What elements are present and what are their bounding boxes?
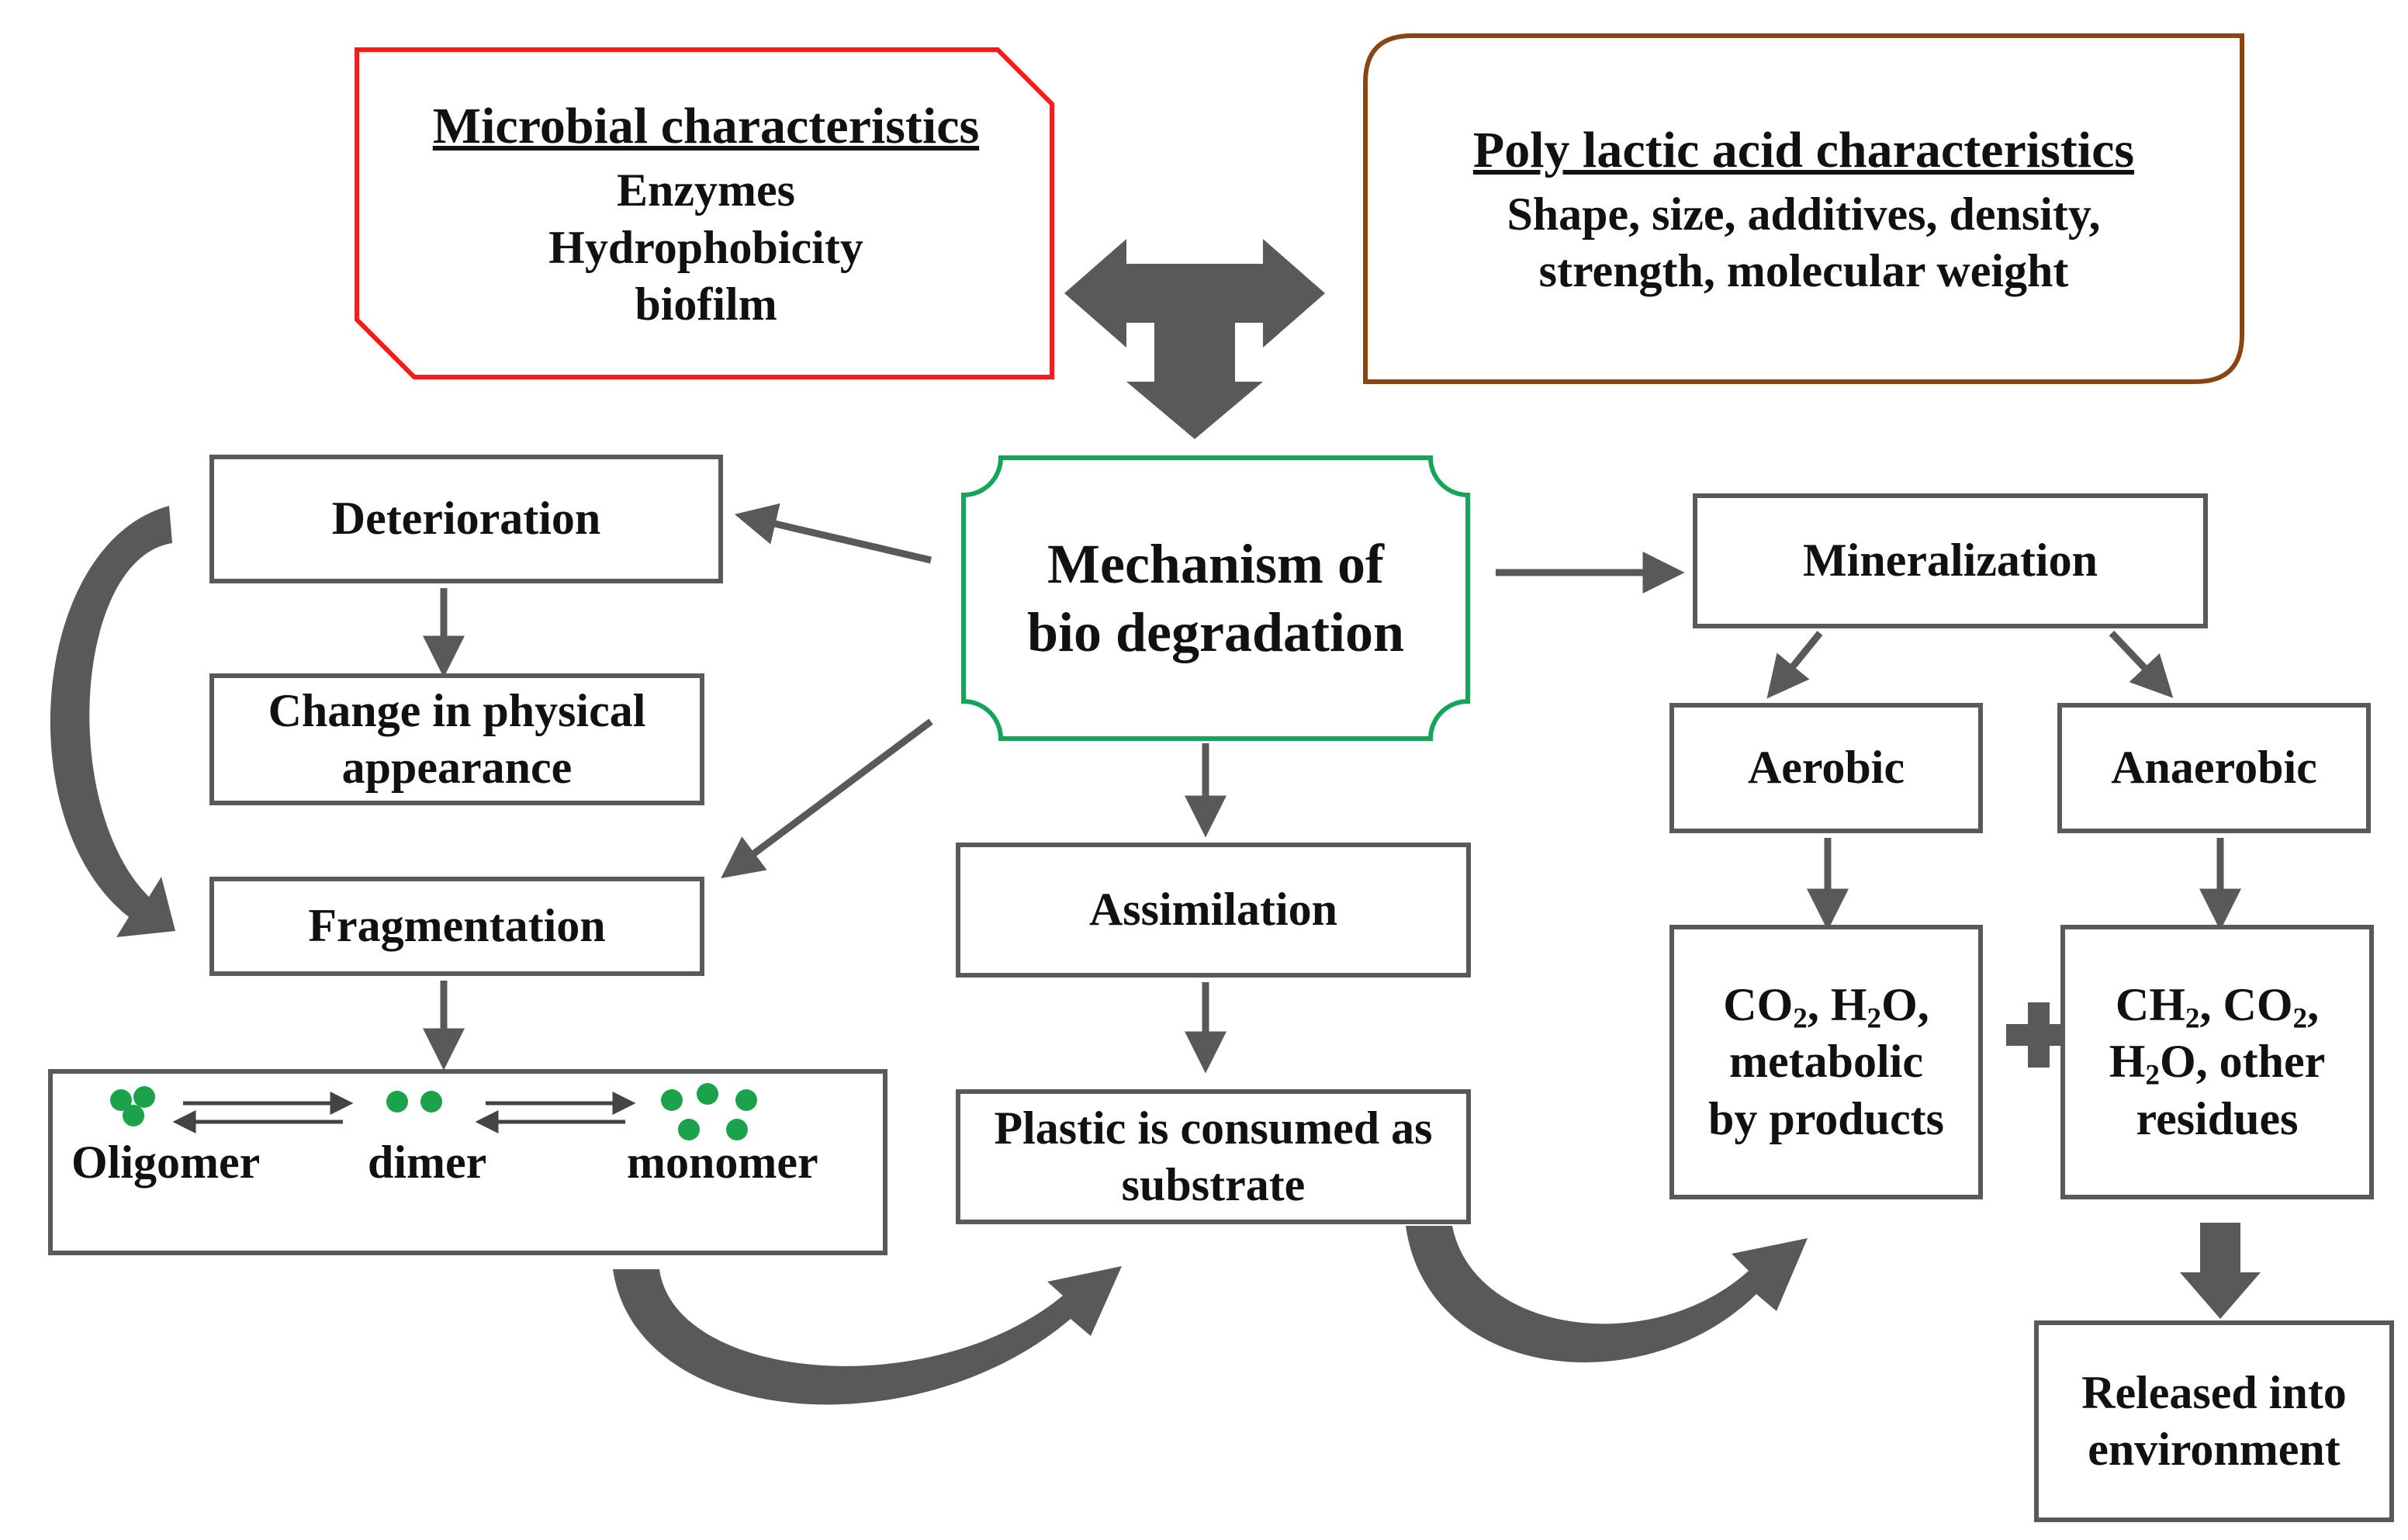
mechanism-line-2: bio degradation: [1026, 601, 1405, 663]
change-physical-box: Change in physical appearance: [209, 673, 704, 805]
aerobic-label: Aerobic: [1747, 742, 1905, 794]
anaerobic-products-line-1: CH2, CO2,: [2115, 979, 2320, 1035]
microbial-box-outline: [355, 47, 1054, 379]
center-box-outline: [961, 455, 1470, 741]
monomer-molecule: [697, 1083, 718, 1105]
anaerobic-products-box: CH2, CO2, H2O, other residues: [2060, 925, 2374, 1199]
anaerobic-label: Anaerobic: [2111, 742, 2317, 794]
assimilation-label: Assimilation: [1088, 884, 1338, 936]
dimer-molecule: [420, 1091, 442, 1113]
microbial-item-hydrophobicity: Hydrophobicity: [548, 221, 863, 273]
microbial-title: Microbial characteristics: [432, 97, 980, 154]
aerobic-products-box: CO2, H2O, metabolic by products: [1669, 925, 1983, 1199]
plus-icon: [2006, 1002, 2071, 1068]
oligomer-label: Oligomer: [71, 1137, 261, 1188]
pla-line-2: strength, molecular weight: [1538, 245, 2069, 297]
plastic-line-2: substrate: [1121, 1159, 1306, 1210]
released-line-2: environment: [2088, 1424, 2341, 1475]
curved-arrow-left: [50, 506, 175, 937]
dimer-molecule: [386, 1091, 408, 1113]
monomer-molecule: [735, 1089, 757, 1111]
arrow-center-to-deterioration: [734, 503, 932, 564]
anaerobic-box: Anaerobic: [2057, 703, 2371, 833]
fragmentation-box: Fragmentation: [209, 877, 704, 976]
pla-box-outline: [1363, 33, 2244, 384]
monomer-label: monomer: [627, 1137, 818, 1188]
deterioration-label: Deterioration: [331, 493, 601, 545]
dimer-label: dimer: [368, 1137, 487, 1188]
change-line-1: Change in physical: [268, 684, 646, 736]
arrow-mineralization-to-anaerobic: [2109, 630, 2174, 698]
mechanism-line-1: Mechanism of: [1047, 533, 1384, 596]
anaerobic-products-line-3: residues: [2136, 1092, 2299, 1144]
curved-arrow-bottom-left: [613, 1266, 1122, 1405]
oligomer-box: [48, 1069, 887, 1255]
plastic-line-1: Plastic is consumed as: [994, 1102, 1433, 1154]
pla-line-1: Shape, size, additives, density,: [1507, 189, 2101, 241]
change-line-2: appearance: [341, 742, 573, 793]
microbial-characteristics-box: Microbial characteristics Enzymes Hydrop…: [365, 82, 1047, 346]
microbial-item-enzymes: Enzymes: [617, 164, 795, 216]
pla-title: Poly lactic acid characteristics: [1472, 121, 2135, 178]
plastic-consumed-box: Plastic is consumed as substrate: [956, 1089, 1471, 1224]
aerobic-products-line-2: metabolic: [1729, 1036, 1923, 1088]
fragmentation-label: Fragmentation: [308, 900, 606, 952]
mineralization-box: Mineralization: [1693, 493, 2208, 628]
monomer-molecule: [661, 1089, 683, 1111]
assimilation-box: Assimilation: [956, 843, 1471, 978]
monomer-molecule: [678, 1119, 700, 1140]
monomer-molecule: [726, 1119, 748, 1140]
arrow-center-to-fragmentation: [721, 718, 933, 879]
anaerobic-products-line-2: H2O, other: [2109, 1036, 2326, 1092]
arrow-residues-to-released: [2180, 1223, 2261, 1319]
mineralization-label: Mineralization: [1803, 535, 2098, 587]
oligomer-molecule: [123, 1105, 144, 1126]
aerobic-products-line-1: CO2, H2O,: [1723, 979, 1929, 1035]
t-block-arrow: [1064, 239, 1325, 439]
oligomer-molecule: [133, 1086, 155, 1108]
released-box: Released into environment: [2034, 1320, 2394, 1522]
mechanism-box: Mechanism of bio degradation: [970, 465, 1462, 732]
aerobic-box: Aerobic: [1669, 703, 1983, 833]
arrow-mineralization-to-aerobic: [1766, 631, 1823, 699]
pla-characteristics-box: Poly lactic acid characteristics Shape, …: [1373, 109, 2234, 310]
deterioration-box: Deterioration: [209, 455, 723, 583]
aerobic-products-line-3: by products: [1708, 1092, 1944, 1144]
released-line-1: Released into: [2081, 1366, 2347, 1418]
curved-arrow-bottom-right: [1406, 1226, 1808, 1363]
oligomer-molecule: [110, 1089, 132, 1111]
microbial-item-biofilm: biofilm: [635, 278, 777, 330]
